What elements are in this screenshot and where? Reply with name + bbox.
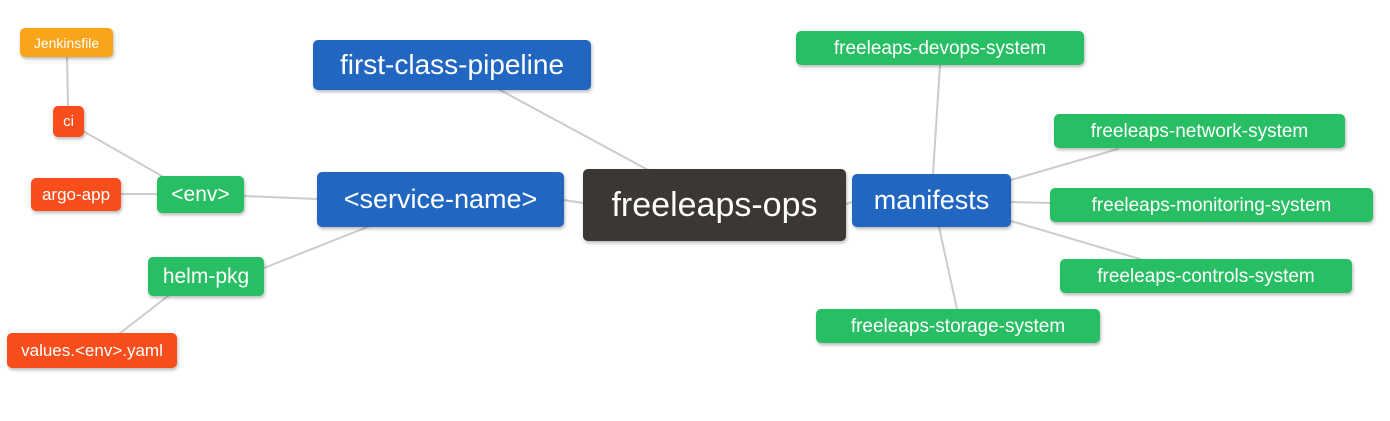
edge-helm-pkg-values [118, 295, 169, 335]
node-first-class-pipeline[interactable]: first-class-pipeline [313, 40, 591, 90]
node-values-env-yaml[interactable]: values.<env>.yaml [7, 333, 177, 368]
edge-manifests-controls [1010, 220, 1141, 260]
edge-manifests-monitoring [1010, 201, 1051, 204]
node-env[interactable]: <env> [157, 176, 244, 213]
node-freeleaps-controls-system[interactable]: freeleaps-controls-system [1060, 259, 1352, 293]
edge-pipeline-ops [499, 89, 651, 172]
node-freeleaps-storage-system[interactable]: freeleaps-storage-system [816, 309, 1100, 343]
node-service-name[interactable]: <service-name> [317, 172, 564, 227]
node-helm-pkg[interactable]: helm-pkg [148, 257, 264, 296]
node-freeleaps-network-system[interactable]: freeleaps-network-system [1054, 114, 1345, 148]
node-argo-app[interactable]: argo-app [31, 178, 121, 211]
edge-manifests-devops [932, 64, 941, 175]
edge-service-name-ops [563, 199, 584, 204]
edge-manifests-storage [938, 226, 958, 310]
edge-helm-pkg-service-name [263, 225, 371, 269]
edge-ci-env [82, 130, 168, 180]
edge-manifests-network [1010, 148, 1119, 181]
node-freeleaps-ops-root[interactable]: freeleaps-ops [583, 169, 846, 241]
edge-env-service-name [243, 195, 318, 200]
node-freeleaps-devops-system[interactable]: freeleaps-devops-system [796, 31, 1084, 65]
node-jenkinsfile[interactable]: Jenkinsfile [20, 28, 113, 57]
node-freeleaps-monitoring-system[interactable]: freeleaps-monitoring-system [1050, 188, 1373, 222]
edge-ops-manifests [845, 201, 853, 205]
edge-jenkinsfile-ci [66, 56, 69, 107]
node-manifests[interactable]: manifests [852, 174, 1011, 227]
node-ci[interactable]: ci [53, 106, 84, 137]
